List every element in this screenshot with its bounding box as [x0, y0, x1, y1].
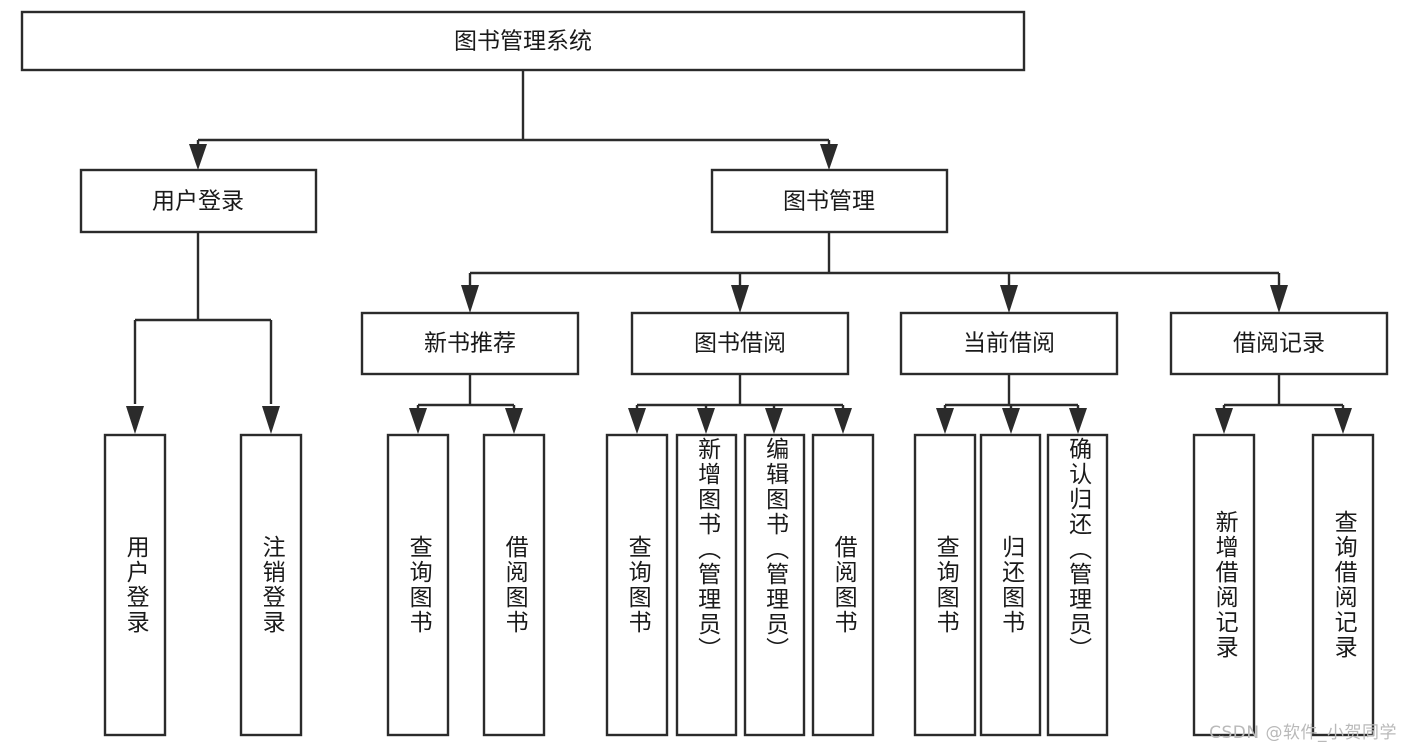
arrow-head-to-book-manage — [820, 144, 838, 170]
arrow-head-leaf-current-1 — [936, 408, 954, 434]
node-leaf-newbook-borrow[interactable] — [482, 433, 546, 737]
node-leaf-borrow-add[interactable] — [675, 433, 738, 737]
arrow-head-leaf-record-2 — [1334, 408, 1352, 434]
node-leaf-borrow-query[interactable] — [605, 433, 669, 737]
arrow-head-to-current — [1000, 285, 1018, 313]
node-user-login[interactable] — [79, 168, 318, 234]
arrow-head-leaf-newbook-1 — [409, 408, 427, 434]
node-new-book-recommend[interactable] — [360, 311, 580, 376]
arrow-head-leaf-newbook-2 — [505, 408, 523, 434]
node-leaf-borrow-lend[interactable] — [811, 433, 875, 737]
arrow-head-leaf-borrow-3 — [765, 408, 783, 434]
node-current-borrow-label: 当前借阅 — [963, 331, 1055, 357]
node-book-borrow-label: 图书借阅 — [694, 331, 786, 357]
node-root-system-label: 图书管理系统 — [454, 29, 592, 55]
node-leaf-newbook-query[interactable] — [386, 433, 450, 737]
watermark-text: CSDN @软件_小贺同学 — [1209, 723, 1397, 743]
node-book-management-label: 图书管理 — [783, 189, 875, 215]
arrow-head-to-newbook — [461, 285, 479, 313]
arrow-head-to-record — [1270, 285, 1288, 313]
node-leaf-current-query[interactable] — [913, 433, 977, 737]
arrow-head-leaf-user-1 — [126, 406, 144, 434]
node-current-borrow[interactable] — [899, 311, 1119, 376]
arrow-head-to-user-login — [189, 144, 207, 170]
node-leaf-user-logout[interactable] — [239, 433, 303, 737]
arrow-head-to-borrow — [731, 285, 749, 313]
node-book-borrow[interactable] — [630, 311, 850, 376]
node-leaf-user-login[interactable] — [103, 433, 167, 737]
arrow-head-leaf-borrow-4 — [834, 408, 852, 434]
node-root-system[interactable] — [20, 10, 1026, 72]
node-new-book-recommend-label: 新书推荐 — [424, 331, 516, 357]
node-borrow-record-label: 借阅记录 — [1233, 331, 1325, 357]
arrow-head-leaf-record-1 — [1215, 408, 1233, 434]
node-book-management[interactable] — [710, 168, 949, 234]
node-leaf-current-return[interactable] — [979, 433, 1042, 737]
arrow-head-leaf-current-2 — [1002, 408, 1020, 434]
arrow-head-leaf-borrow-2 — [697, 408, 715, 434]
node-user-login-label: 用户登录 — [152, 189, 244, 215]
node-leaf-current-confirm[interactable] — [1046, 433, 1109, 737]
node-borrow-record[interactable] — [1169, 311, 1389, 376]
arrow-head-leaf-current-3 — [1069, 408, 1087, 434]
node-leaf-record-query[interactable] — [1311, 433, 1375, 737]
arrow-head-leaf-borrow-1 — [628, 408, 646, 434]
node-leaf-borrow-edit[interactable] — [743, 433, 806, 737]
node-leaf-record-add[interactable] — [1192, 433, 1256, 737]
arrow-head-leaf-user-2 — [262, 406, 280, 434]
connector-group — [126, 70, 1352, 434]
